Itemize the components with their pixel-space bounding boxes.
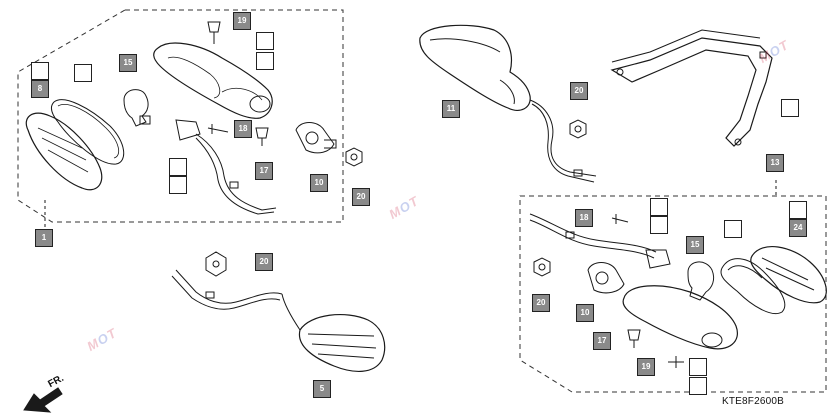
callout-19: 19	[233, 12, 251, 30]
callout-blank	[169, 158, 187, 176]
middle-nut-20	[569, 119, 587, 139]
right-wire	[529, 213, 657, 259]
callout-blank	[789, 201, 807, 219]
callout-17: 17	[255, 162, 273, 180]
callout-20: 20	[255, 253, 273, 271]
callout-blank	[74, 64, 92, 82]
callout-10: 10	[310, 174, 328, 192]
callout-blank	[689, 358, 707, 376]
right-group-frame	[519, 195, 827, 393]
left-mount-10	[295, 122, 337, 154]
callout-blank	[169, 176, 187, 194]
callout-15: 15	[119, 54, 137, 72]
callout-20: 20	[532, 294, 550, 312]
right-screw-18	[611, 214, 629, 224]
callout-19: 19	[637, 358, 655, 376]
callout-blank	[650, 216, 668, 234]
left-clip-17	[255, 127, 269, 146]
callout-18: 18	[234, 120, 252, 138]
right-socket	[645, 249, 671, 269]
callout-15: 15	[686, 236, 704, 254]
right-bulb	[687, 261, 715, 301]
left-screw-18	[207, 124, 229, 134]
callout-13: 13	[766, 154, 784, 172]
callout-blank	[31, 62, 49, 80]
callout-11: 11	[442, 100, 460, 118]
left-bulb	[123, 89, 151, 127]
turn-signal-5	[171, 269, 386, 372]
left-lens	[25, 112, 103, 191]
callout-18: 18	[575, 209, 593, 227]
right-lens	[750, 246, 827, 304]
right-nut-20	[533, 257, 551, 277]
callout-blank	[689, 377, 707, 395]
callout-10: 10	[576, 304, 594, 322]
right-housing	[622, 285, 738, 350]
mount-bracket	[610, 29, 773, 147]
callout-17: 17	[593, 332, 611, 350]
callout-1: 1	[35, 229, 53, 247]
callout-blank	[650, 198, 668, 216]
callout-24: 24	[789, 219, 807, 237]
callout-blank	[256, 32, 274, 50]
right-clip-17	[627, 329, 641, 348]
front-direction-arrow	[23, 387, 63, 413]
callout-20: 20	[352, 188, 370, 206]
bottom-nut-20	[205, 251, 227, 277]
right-gasket	[720, 258, 786, 314]
left-gasket	[50, 99, 125, 165]
left-housing	[153, 42, 273, 119]
left-screw-19	[207, 21, 221, 44]
right-mount-10	[587, 262, 625, 294]
right-screw-19	[668, 356, 684, 368]
callout-blank	[724, 220, 742, 238]
callout-5: 5	[313, 380, 331, 398]
callout-8: 8	[31, 80, 49, 98]
turn-signal-11	[419, 24, 597, 183]
callout-blank	[781, 99, 799, 117]
left-socket-wire	[175, 119, 277, 215]
left-group-frame	[17, 9, 344, 223]
diagram-code: KTE8F2600B	[722, 396, 785, 407]
callout-blank	[256, 52, 274, 70]
left-nut-20	[345, 147, 363, 167]
callout-20: 20	[570, 82, 588, 100]
